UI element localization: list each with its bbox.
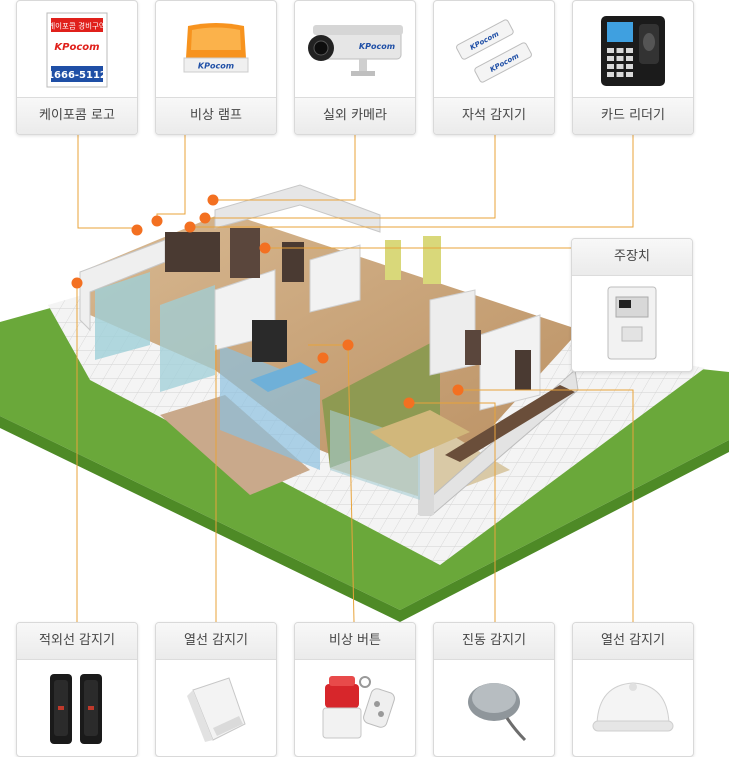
device-label: 적외선 감지기 xyxy=(17,623,137,660)
device-label: 주장치 xyxy=(572,239,692,276)
sign-top-text: 케이포콤 경비구역 xyxy=(48,20,106,30)
device-label: 진동 감지기 xyxy=(434,623,554,660)
lawn-edge xyxy=(0,416,729,622)
device-label: 카드 리더기 xyxy=(573,97,693,134)
camera-brand: KPocom xyxy=(359,42,395,51)
sign-brand: KPocom xyxy=(54,42,99,53)
device-card-emergency-button: 비상 버튼 xyxy=(294,622,416,757)
device-label: 열선 감지기 xyxy=(156,623,276,660)
sofa xyxy=(250,362,318,392)
tv-unit xyxy=(252,320,287,362)
outdoor-camera-icon: KPocom xyxy=(295,1,415,98)
marker-dot xyxy=(199,212,211,224)
device-card-main-unit: 주장치 xyxy=(571,238,693,372)
marker-dot xyxy=(342,339,354,351)
sign-phone: 1666-5112 xyxy=(47,70,107,81)
door xyxy=(230,228,260,278)
marker-dot xyxy=(259,242,271,254)
sensor-markers xyxy=(71,194,464,409)
card-reader-icon xyxy=(573,1,693,98)
lamp-brand: KPocom xyxy=(198,61,234,70)
bed xyxy=(370,410,470,458)
curtain xyxy=(423,236,441,284)
marker-dot xyxy=(131,224,143,236)
marker-dot xyxy=(403,397,415,409)
patio-deck xyxy=(160,395,310,495)
device-label: 실외 카메라 xyxy=(295,97,415,134)
magnetic-sensor-icon: KPocom KPocom xyxy=(434,1,554,98)
marker-dot xyxy=(452,384,464,396)
kpocom-logo-sign-icon: 케이포콤 경비구역 KPocom 1666-5112 xyxy=(17,1,137,98)
door xyxy=(465,330,481,365)
device-card-vibration-sensor: 진동 감지기 xyxy=(433,622,555,757)
device-card-camera: KPocom 실외 카메라 xyxy=(294,0,416,135)
marker-dot xyxy=(151,215,163,227)
house-wall-corner xyxy=(418,440,434,515)
door xyxy=(282,242,304,282)
device-card-infrared-sensor: 적외선 감지기 xyxy=(16,622,138,757)
wardrobe xyxy=(165,232,220,272)
main-control-unit-icon xyxy=(572,275,692,371)
device-label: 비상 버튼 xyxy=(295,623,415,660)
device-card-card-reader: 카드 리더기 xyxy=(572,0,694,135)
marker-dot xyxy=(207,194,219,206)
cabinet xyxy=(445,385,575,462)
device-label: 비상 램프 xyxy=(156,97,276,134)
door xyxy=(515,350,531,390)
curtain xyxy=(385,240,401,280)
marker-dot xyxy=(71,277,83,289)
device-card-pir-sensor: 열선 감지기 xyxy=(155,622,277,757)
emergency-button-icon xyxy=(295,659,415,756)
device-label: 자석 감지기 xyxy=(434,97,554,134)
emergency-lamp-icon: KPocom xyxy=(156,1,276,98)
device-card-ceiling-pir: 열선 감지기 xyxy=(572,622,694,757)
device-label: 케이포콤 로고 xyxy=(17,97,137,134)
interior-wall xyxy=(309,244,361,313)
device-label: 열선 감지기 xyxy=(573,623,693,660)
device-card-logo: 케이포콤 경비구역 KPocom 1666-5112 케이포콤 로고 xyxy=(16,0,138,135)
device-card-emergency-lamp: KPocom 비상 램프 xyxy=(155,0,277,135)
glass-window xyxy=(160,285,215,392)
device-card-magnetic-sensor: KPocom KPocom 자석 감지기 xyxy=(433,0,555,135)
marker-dot xyxy=(184,221,196,233)
marker-dot xyxy=(317,352,329,364)
infrared-beam-sensor-icon xyxy=(17,659,137,756)
pir-sensor-icon xyxy=(156,659,276,756)
ceiling-pir-sensor-icon xyxy=(573,659,693,756)
glass-window xyxy=(95,272,150,360)
house-wall-back xyxy=(214,184,381,233)
vibration-sensor-icon xyxy=(434,659,554,756)
